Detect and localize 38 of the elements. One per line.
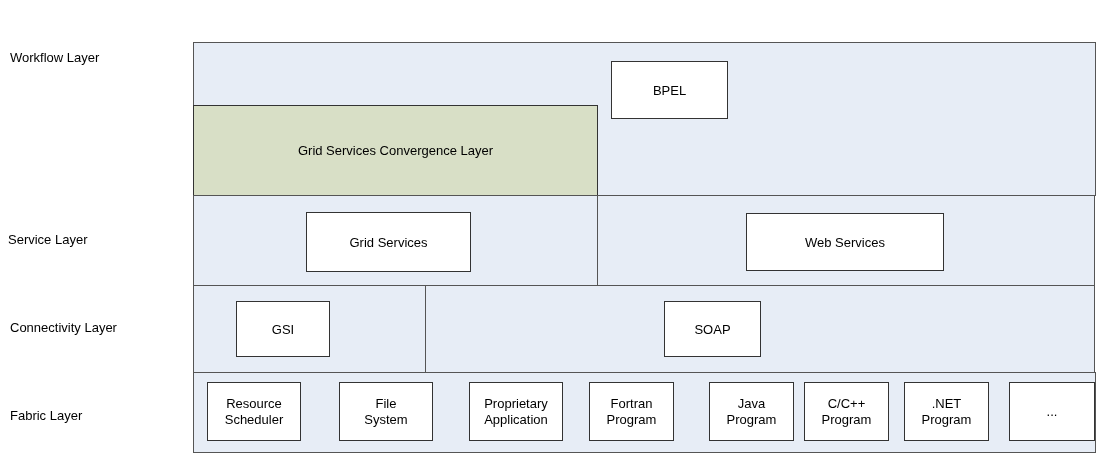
- layer-panel: [193, 372, 1096, 453]
- component-box: [709, 382, 794, 441]
- component-label: File System: [364, 395, 408, 428]
- component-box: [746, 213, 944, 271]
- component-box: [589, 382, 674, 441]
- component-label: Web Services: [805, 234, 885, 250]
- layer-panel: [425, 285, 1095, 373]
- component-box: [236, 301, 330, 357]
- component-label: SOAP: [694, 321, 731, 337]
- component-box: [804, 382, 889, 441]
- component-label: GSI: [271, 321, 295, 337]
- component-label: Resource Scheduler: [224, 395, 284, 428]
- layer-panel: [193, 285, 426, 373]
- layer-panel: [193, 195, 598, 286]
- component-label: BPEL: [652, 82, 687, 98]
- component-label: Java Program: [726, 395, 777, 428]
- layer-panel: [597, 195, 1095, 286]
- component-label: C/C++ Program: [821, 395, 872, 428]
- layer-name: Connectivity Layer: [10, 320, 117, 335]
- component-box: [611, 61, 728, 119]
- component-box: [207, 382, 301, 441]
- component-label: ...: [1046, 403, 1058, 420]
- layer-name: Workflow Layer: [10, 50, 100, 65]
- component-label: .NET Program: [921, 395, 972, 428]
- layer-name: Fabric Layer: [10, 408, 83, 423]
- layer-name: Service Layer: [8, 232, 88, 247]
- component-box: [904, 382, 989, 441]
- layer-title: Grid Services Convergence Layer: [297, 143, 494, 158]
- component-box: [1009, 382, 1095, 441]
- component-box: [306, 212, 471, 272]
- layer-box: [193, 105, 598, 196]
- component-label: Fortran Program: [606, 395, 657, 428]
- component-box: [664, 301, 761, 357]
- component-label: Grid Services: [349, 234, 428, 250]
- layer-panel: [193, 42, 1096, 196]
- component-label: Proprietary Application: [484, 395, 548, 428]
- component-box: [469, 382, 563, 441]
- component-box: [339, 382, 433, 441]
